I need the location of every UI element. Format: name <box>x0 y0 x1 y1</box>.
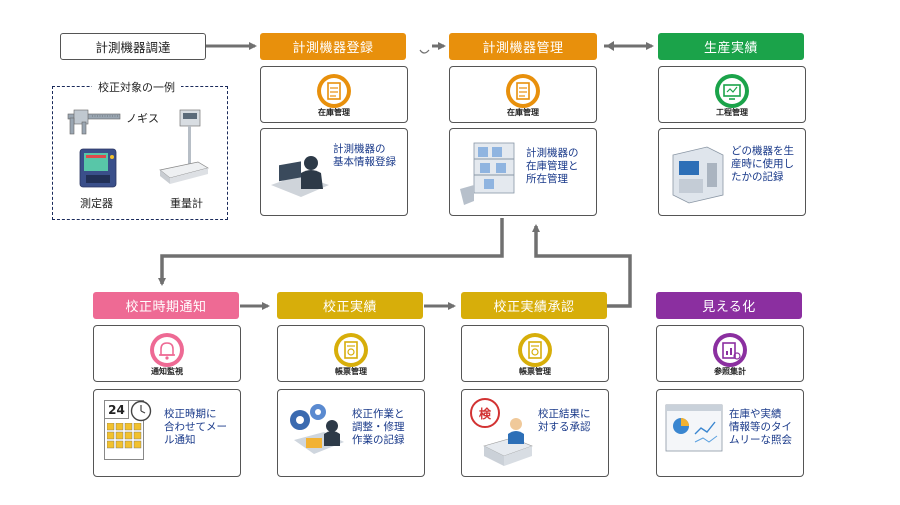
inventory-clipboard-icon <box>317 74 351 108</box>
step-manage-icon-box: 在庫管理 <box>449 66 597 123</box>
arrow-register-to-manage <box>419 49 430 54</box>
step-register-header: 計測機器登録 <box>260 33 406 60</box>
step-notify-header: 校正時期通知 <box>93 292 239 319</box>
step-register-title: 計測機器登録 <box>292 41 374 56</box>
step-notify-desc-box: 24 校正時期に 合わせてメー ル通知 <box>93 389 241 477</box>
procurement-box: 計測機器調達 <box>60 33 206 60</box>
procurement-label: 計測機器調達 <box>95 40 171 55</box>
step-record-desc-box: 校正作業と 調整・修理 作業の記録 <box>277 389 425 477</box>
step-visualize-icon-label: 参照集計 <box>714 367 746 376</box>
step-record-icon-label: 帳票管理 <box>335 367 367 376</box>
calibration-work-illustration <box>290 404 344 454</box>
worker-laptop-illustration <box>271 156 329 197</box>
step-register-desc-box: 計測機器の 基本情報登録 <box>260 128 408 216</box>
step-register-icon-box: 在庫管理 <box>260 66 408 123</box>
step-notify-icon-box: 通知監視 <box>93 325 241 382</box>
production-machine-illustration <box>672 146 724 204</box>
calendar-day: 24 <box>105 401 129 419</box>
step-record-description: 校正作業と 調整・修理 作業の記録 <box>352 408 405 446</box>
step-production-icon-box: 工程管理 <box>658 66 806 123</box>
step-visualize-title: 見える化 <box>702 300 756 315</box>
step-approve-icon-label: 帳票管理 <box>519 367 551 376</box>
step-visualize-icon-box: 参照集計 <box>656 325 804 382</box>
approver-desk-illustration <box>483 418 533 466</box>
caliper-icon <box>67 109 121 135</box>
step-record-header: 校正実績 <box>277 292 423 319</box>
bell-alert-icon <box>150 333 184 367</box>
warehouse-shelf-illustration <box>460 142 515 205</box>
step-production-description: どの機器を生 産時に使用し たかの記録 <box>731 145 794 183</box>
step-register-icon-label: 在庫管理 <box>318 108 350 117</box>
step-production-icon-label: 工程管理 <box>716 108 748 117</box>
step-approve-icon-box: 帳票管理 <box>461 325 609 382</box>
step-manage-header: 計測機器管理 <box>449 33 597 60</box>
calibration-item-weighing-scale: 重量計 <box>170 197 203 210</box>
calibration-examples-title: 校正対象の一例 <box>92 79 181 95</box>
clock-icon <box>130 400 152 422</box>
step-notify-description: 校正時期に 合わせてメー ル通知 <box>164 408 227 446</box>
step-record-icon-box: 帳票管理 <box>277 325 425 382</box>
step-manage-icon-label: 在庫管理 <box>507 108 539 117</box>
calendar-illustration: 24 <box>104 400 144 460</box>
form-document-icon <box>518 333 552 367</box>
step-approve-title: 校正実績承認 <box>493 300 575 315</box>
approval-stamp: 検 <box>470 398 500 428</box>
dashboard-illustration <box>665 404 723 452</box>
step-notify-icon-label: 通知監視 <box>151 367 183 376</box>
step-visualize-header: 見える化 <box>656 292 802 319</box>
measuring-device-icon <box>79 148 117 188</box>
step-approve-header: 校正実績承認 <box>461 292 607 319</box>
report-chart-icon <box>713 333 747 367</box>
step-register-description: 計測機器の 基本情報登録 <box>333 143 396 168</box>
step-approve-desc-box: 検 校正結果に 対する承認 <box>461 389 609 477</box>
step-notify-title: 校正時期通知 <box>125 300 207 315</box>
step-production-title: 生産実績 <box>703 41 758 56</box>
calibration-item-caliper: ノギス <box>126 112 159 125</box>
step-manage-description: 計測機器の 在庫管理と 所在管理 <box>526 147 579 185</box>
step-manage-desc-box: 計測機器の 在庫管理と 所在管理 <box>449 128 597 216</box>
step-record-title: 校正実績 <box>322 300 377 315</box>
weighing-scale-icon <box>159 109 209 184</box>
form-document-icon <box>334 333 368 367</box>
inventory-clipboard-icon <box>506 74 540 108</box>
arrow-approve-to-manage <box>532 224 632 308</box>
step-visualize-description: 在庫や実績 情報等のタイ ムリーな照会 <box>729 408 792 446</box>
process-monitor-icon <box>715 74 749 108</box>
arrow-manage-to-notify <box>158 218 504 286</box>
step-production-header: 生産実績 <box>658 33 804 60</box>
step-production-desc-box: どの機器を生 産時に使用し たかの記録 <box>658 128 806 216</box>
step-approve-description: 校正結果に 対する承認 <box>538 408 591 433</box>
approval-stamp-text: 検 <box>478 406 491 421</box>
calibration-item-measuring-device: 測定器 <box>80 197 113 210</box>
step-manage-title: 計測機器管理 <box>482 41 564 56</box>
step-visualize-desc-box: 在庫や実績 情報等のタイ ムリーな照会 <box>656 389 804 477</box>
